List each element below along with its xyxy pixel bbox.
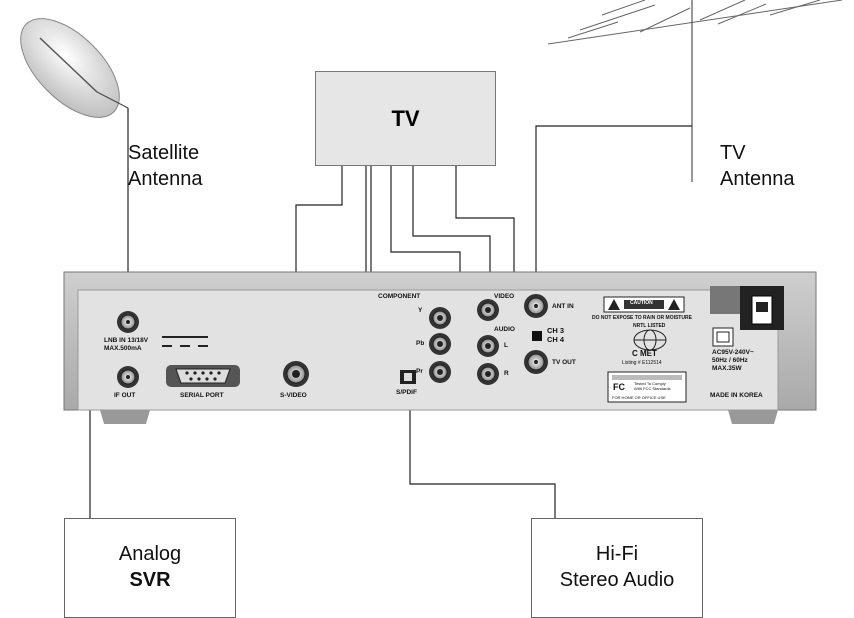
serial-port-connector [166, 365, 240, 387]
audio-r-label: R [504, 370, 509, 377]
analog-svr-box: Analog SVR [64, 518, 236, 618]
ant-in-jack [524, 294, 548, 318]
satellite-dish-icon [20, 18, 129, 118]
satellite-antenna-label: Satellite Antenna [128, 142, 203, 190]
spdif-cable [409, 378, 556, 518]
pb-label: Pb [416, 340, 425, 347]
fc-logo: FC [613, 382, 625, 392]
audio-l-label: L [504, 342, 508, 349]
right-foot [728, 410, 778, 424]
power-switch [740, 286, 784, 330]
y-label: Y [418, 307, 423, 314]
ch4-label: CH 4 [547, 335, 565, 344]
no-rain-label: DO NOT EXPOSE TO RAIN OR MOISTURE [592, 315, 692, 321]
c-met-label: C MET [632, 349, 657, 358]
s-video-label: S-VIDEO [280, 392, 307, 399]
power-socket [712, 327, 734, 347]
audio-label: AUDIO [494, 326, 515, 333]
video-label: VIDEO [494, 293, 515, 300]
made-in-label: MADE IN KOREA [710, 392, 763, 399]
s-video-jack [283, 361, 309, 387]
nrtl-label: NRTL LISTED [633, 323, 666, 329]
left-foot [100, 410, 150, 424]
audio-l-jack [477, 335, 499, 357]
component-pb-jack [429, 333, 451, 355]
lnb-in-jack [117, 311, 139, 333]
fc-home-label: FOR HOME OR OFFICE USE [612, 395, 666, 400]
if-out-jack [117, 366, 139, 388]
spdif-label: S/PDIF [396, 389, 417, 396]
power-rating-label: AC95V-240V~ 50Hz / 60Hz MAX.35W [712, 349, 754, 372]
tv-out-jack [524, 350, 548, 374]
audio-r-jack [477, 363, 499, 385]
ch3-label: CH 3 [547, 326, 565, 335]
caution-label [603, 296, 685, 313]
tv-out-label: TV OUT [552, 359, 576, 366]
tv-antenna-icon [547, 0, 843, 182]
lnb-in-label: LNB IN 13/18V MAX.500mA [104, 337, 149, 352]
fc-tested-label: Tested To Comply With FCC Standards [634, 381, 671, 391]
ch3-ch4-switch [532, 331, 542, 341]
tv-antenna-label: TV Antenna [720, 142, 795, 190]
video-cable [412, 165, 491, 300]
listing-label: Listing # E112514 [622, 360, 662, 366]
component-pr-jack [429, 361, 451, 383]
pr-label: Pr [416, 368, 423, 375]
tv-box: TV [315, 71, 496, 166]
tv-label: TV [391, 105, 420, 131]
hifi-audio-box: Hi-Fi Stereo Audio [531, 518, 703, 618]
serial-port-label: SERIAL PORT [180, 392, 224, 399]
component-label: COMPONENT [378, 293, 421, 300]
if-out-label: IF OUT [114, 392, 136, 399]
ant-in-label: ANT IN [552, 303, 574, 310]
caution-text: CAUTION [630, 300, 653, 306]
dc-symbol-icon [162, 336, 208, 347]
antenna-cable [535, 125, 692, 292]
video-jack [477, 299, 499, 321]
met-globe-icon [633, 329, 667, 351]
power-socket-inner [716, 331, 730, 343]
spdif-optical-port [400, 370, 416, 384]
fcc-label [607, 371, 687, 403]
component-y-jack [429, 307, 451, 329]
